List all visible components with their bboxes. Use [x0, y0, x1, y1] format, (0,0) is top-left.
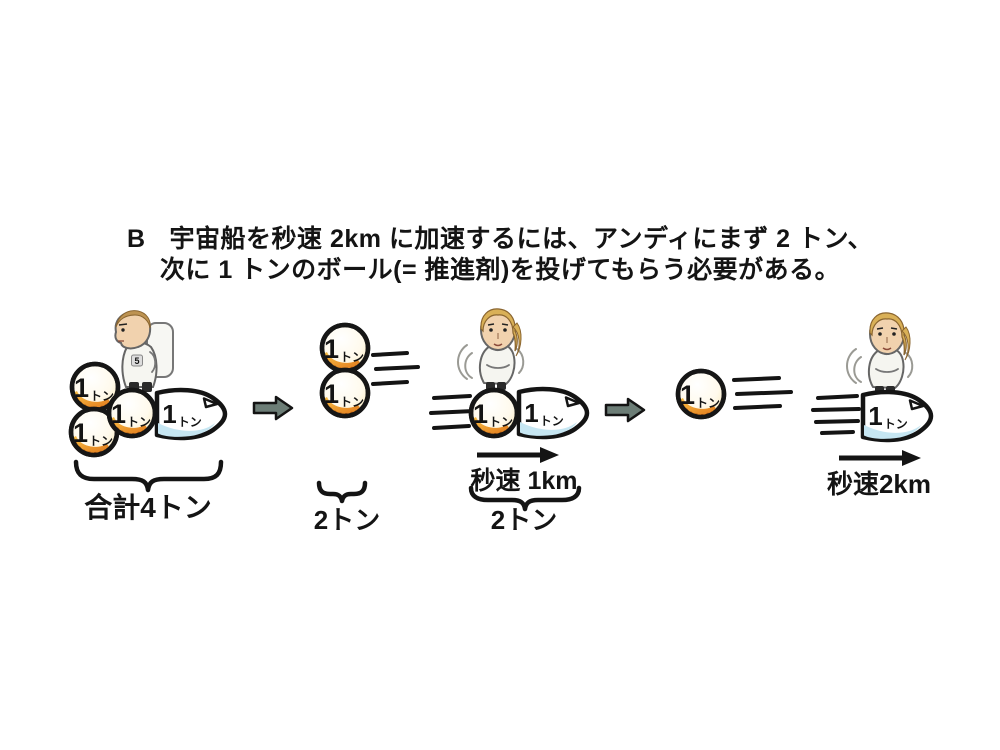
- thrown-mass-brace: [316, 480, 368, 504]
- suit-badge: 5: [134, 356, 139, 366]
- speed-2km-label: 秒速2km: [826, 469, 932, 499]
- ball-1ton: [322, 370, 368, 416]
- spaceship-1ton: [863, 392, 931, 440]
- stage-after-first-throw: [429, 307, 587, 512]
- astronaut-throwing: [457, 307, 525, 391]
- caption-text1: 宇宙船を秒速 2km に加速するには、アンディにまず 2 トン、: [169, 225, 874, 253]
- ball-1ton: [109, 390, 155, 436]
- speed-1km-label: 秒速 1km: [470, 467, 578, 495]
- caption: B 宇宙船を秒速 2km に加速するには、アンディにまず 2 トン、 次に 1 ト…: [0, 224, 1000, 286]
- motion-lines: [429, 394, 476, 430]
- astronaut-riding: [846, 311, 914, 395]
- remaining-mass-brace: [468, 485, 582, 512]
- total-brace: [73, 459, 224, 493]
- total-mass-label: 合計4トン: [84, 492, 212, 523]
- remaining-mass-label: 2トン: [490, 505, 558, 535]
- caption-line2: 次に 1 トンのボール(= 推進剤)を投げてもらう必要がある。: [159, 256, 841, 284]
- ball-1ton: [678, 371, 724, 417]
- ball-1ton: [322, 325, 368, 371]
- astronaut-standing: 5: [114, 310, 174, 392]
- stage-first-throw: [316, 325, 420, 504]
- step-arrow-icon: [604, 397, 646, 423]
- spaceship-1ton: [519, 389, 587, 437]
- stage-final: [811, 311, 931, 466]
- caption-index: B: [126, 225, 146, 253]
- motion-lines: [811, 394, 861, 435]
- caption-line1: B 宇宙船を秒速 2km に加速するには、アンディにまず 2 トン、: [0, 224, 1000, 255]
- spaceship-1ton: [157, 390, 225, 438]
- step-arrow-icon: [252, 395, 294, 421]
- stage-second-throw: [678, 371, 793, 417]
- motion-lines: [371, 351, 420, 386]
- motion-lines: [732, 376, 793, 410]
- thrown-mass-label: 2トン: [313, 505, 381, 535]
- ball-1ton: [471, 390, 517, 436]
- stage-initial: 5: [71, 310, 225, 493]
